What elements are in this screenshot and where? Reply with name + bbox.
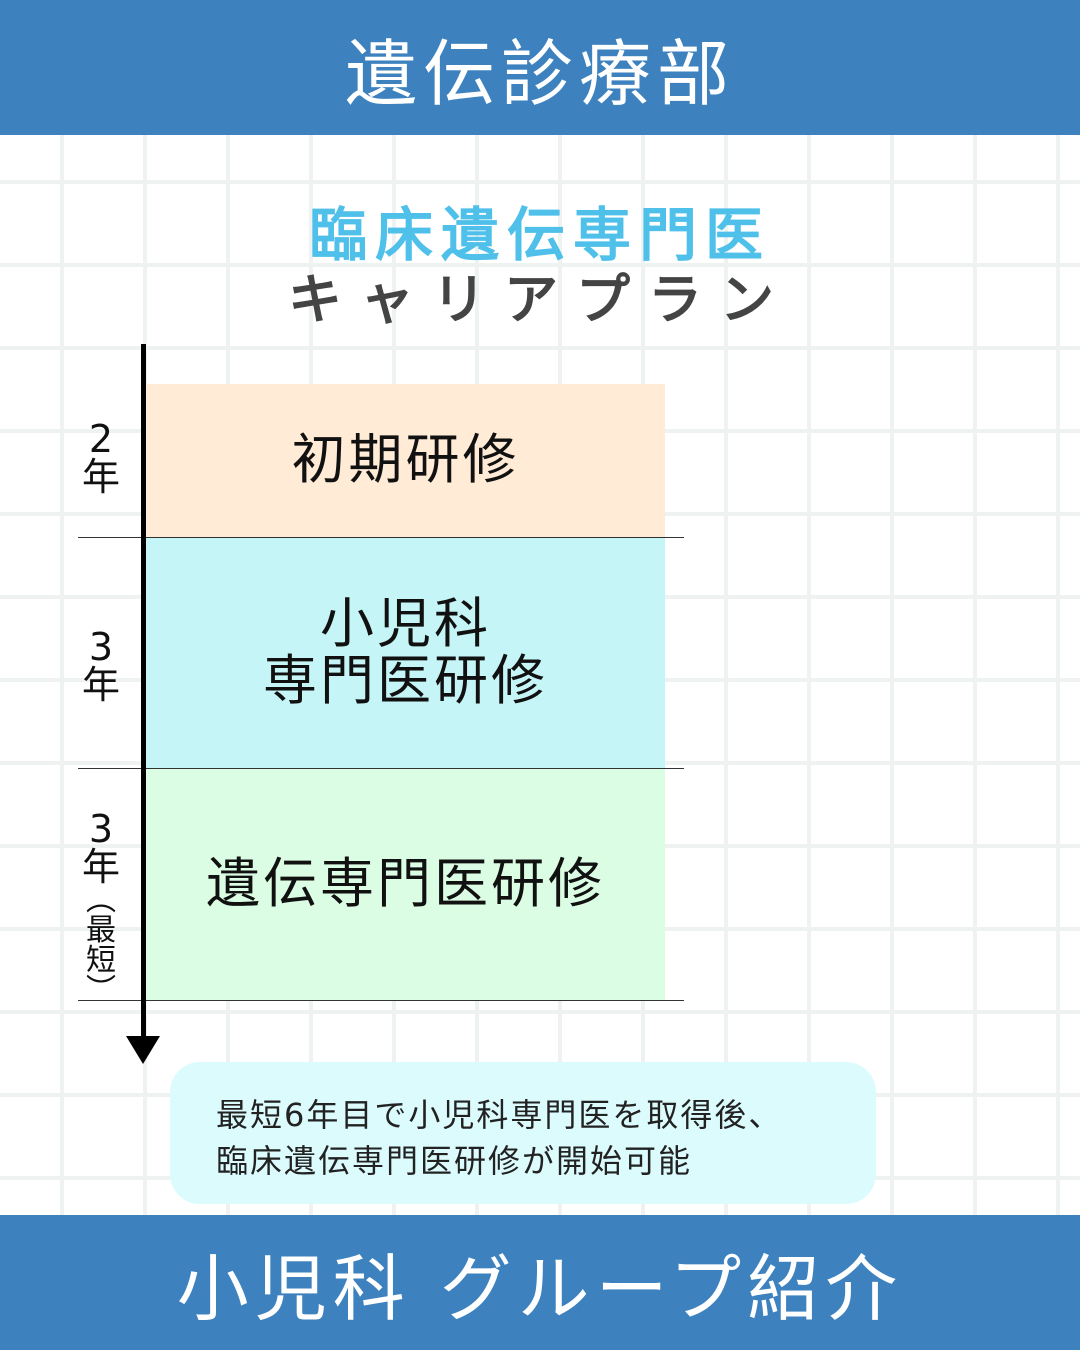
stage-label: 遺伝専門医研修 [206,852,605,916]
footer-banner: 小児科 グループ紹介 [0,1215,1080,1350]
footer-title: 小児科 グループ紹介 [176,1247,904,1331]
heading-title: 臨床遺伝専門医 [308,201,771,269]
note-line: 最短6年目で小児科専門医を取得後、 [216,1096,783,1134]
stage-genetics-training: 遺伝専門医研修 [146,769,665,1000]
note-line: 臨床遺伝専門医研修が開始可能 [216,1142,693,1180]
stage-label: 初期研修 [291,428,520,492]
timeline-axis [141,344,146,1044]
heading-subtitle: キャリアプラン [288,268,792,331]
arrow-down-icon [126,1036,160,1064]
header-title: 遺伝診療部 [344,32,735,116]
stage-label: 専門医研修 [263,649,548,712]
divider [78,537,684,538]
header-banner: 遺伝診療部 [0,0,1080,135]
divider [78,1000,684,1001]
note-box: 最短6年目で小児科専門医を取得後、臨床遺伝専門医研修が開始可能 [170,1062,876,1204]
stage-label: 小児科 [320,592,491,656]
divider [78,768,684,769]
stage-initial-training: 初期研修 [146,384,665,537]
stage-pediatric-training: 小児科専門医研修 [146,538,665,768]
